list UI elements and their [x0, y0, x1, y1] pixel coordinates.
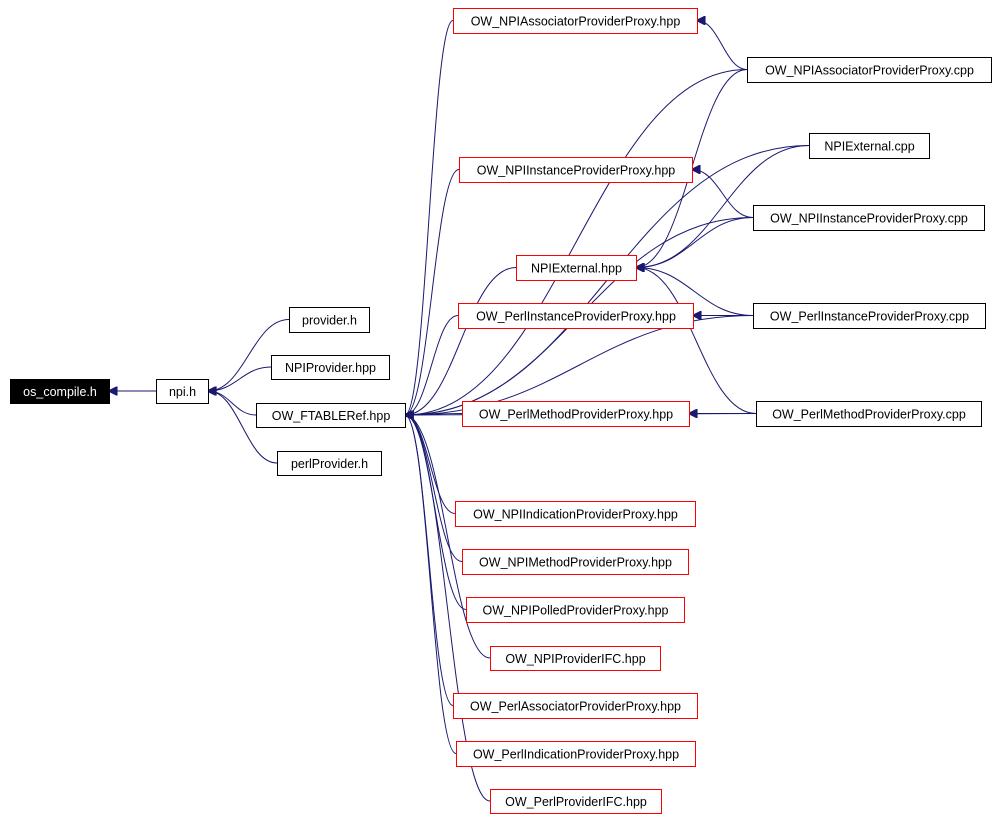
node-box-npiassoc_cpp[interactable] — [747, 57, 992, 83]
edge-ftable-to-npi — [208, 391, 257, 416]
edge-npiext_hpp-to-ftable — [405, 267, 517, 416]
node-box-npiind_hpp[interactable] — [455, 501, 696, 527]
node-box-npiassoc_hpp[interactable] — [453, 8, 698, 34]
edge-npiassoc_cpp-to-ftable — [405, 69, 748, 416]
node-label-npiassoc_hpp: OW_NPIAssociatorProviderProxy.hpp — [471, 15, 681, 29]
edge-perlassoc_hpp-to-ftable — [405, 415, 454, 706]
node-box-perlmeth_hpp[interactable] — [462, 401, 690, 427]
node-label-perlprovider: perlProvider.h — [291, 457, 368, 471]
node-perlinst_cpp[interactable]: OW_PerlInstanceProviderProxy.cpp — [753, 303, 986, 329]
node-perlmeth_hpp[interactable]: OW_PerlMethodProviderProxy.hpp — [462, 401, 690, 427]
edge-npiinst_hpp-to-ftable — [405, 169, 460, 416]
node-box-perlprovider[interactable] — [277, 451, 382, 476]
node-npipoll_hpp[interactable]: OW_NPIPolledProviderProxy.hpp — [466, 597, 685, 623]
node-box-perlassoc_hpp[interactable] — [453, 693, 698, 719]
edge-perlprovider-to-npi — [208, 391, 278, 464]
node-npiext_cpp[interactable]: NPIExternal.cpp — [809, 133, 930, 159]
node-box-perlind_hpp[interactable] — [456, 741, 696, 767]
node-perlprovider[interactable]: perlProvider.h — [277, 451, 382, 476]
node-label-npiind_hpp: OW_NPIIndicationProviderProxy.hpp — [473, 508, 678, 522]
edge-npiassoc_hpp-to-ftable — [405, 20, 454, 416]
edge-perlifc_hpp-to-ftable — [405, 415, 491, 802]
node-npiifc_hpp[interactable]: OW_NPIProviderIFC.hpp — [490, 646, 661, 671]
node-label-perlind_hpp: OW_PerlIndicationProviderProxy.hpp — [473, 748, 679, 762]
node-npiinst_hpp[interactable]: OW_NPIInstanceProviderProxy.hpp — [459, 157, 693, 183]
node-label-perlmeth_cpp: OW_PerlMethodProviderProxy.cpp — [772, 408, 966, 422]
node-box-npimeth_hpp[interactable] — [462, 549, 689, 575]
node-provider[interactable]: provider.h — [289, 307, 370, 333]
node-label-perlmeth_hpp: OW_PerlMethodProviderProxy.hpp — [479, 408, 673, 422]
node-label-perlinst_hpp: OW_PerlInstanceProviderProxy.hpp — [476, 310, 676, 324]
node-ftable[interactable]: OW_FTABLERef.hpp — [256, 403, 406, 428]
edges-layer — [109, 20, 810, 802]
node-label-perlifc_hpp: OW_PerlProviderIFC.hpp — [505, 795, 647, 809]
edge-npiassoc_cpp-to-npiassoc_hpp — [697, 21, 748, 70]
node-perlassoc_hpp[interactable]: OW_PerlAssociatorProviderProxy.hpp — [453, 693, 698, 719]
node-label-perlassoc_hpp: OW_PerlAssociatorProviderProxy.hpp — [470, 700, 681, 714]
node-box-npiprovider[interactable] — [271, 355, 390, 380]
edge-perlinst_cpp-to-npiext_hpp — [636, 268, 754, 316]
node-npiprovider[interactable]: NPIProvider.hpp — [271, 355, 390, 380]
node-box-perlifc_hpp[interactable] — [490, 789, 662, 814]
edge-provider-to-npi — [208, 319, 290, 392]
node-label-npi: npi.h — [169, 385, 196, 399]
node-box-npiext_hpp[interactable] — [516, 255, 637, 281]
node-box-npi[interactable] — [156, 379, 209, 404]
node-label-npiext_cpp: NPIExternal.cpp — [824, 140, 914, 154]
node-npiind_hpp[interactable]: OW_NPIIndicationProviderProxy.hpp — [455, 501, 696, 527]
node-os_compile[interactable]: os_compile.h — [10, 379, 110, 404]
node-npiinst_cpp[interactable]: OW_NPIInstanceProviderProxy.cpp — [753, 205, 985, 231]
node-box-npiifc_hpp[interactable] — [490, 646, 661, 671]
edge-perlind_hpp-to-ftable — [405, 415, 457, 754]
node-box-npiinst_cpp[interactable] — [753, 205, 985, 231]
node-npiext_hpp[interactable]: NPIExternal.hpp — [516, 255, 637, 281]
node-box-perlinst_hpp[interactable] — [458, 303, 694, 329]
node-label-npiprovider: NPIProvider.hpp — [285, 361, 376, 375]
node-perlmeth_cpp[interactable]: OW_PerlMethodProviderProxy.cpp — [756, 401, 982, 427]
nodes-layer: os_compile.h npi.h provider.hNPIProvider.h… — [10, 8, 992, 814]
node-label-npiext_hpp: NPIExternal.hpp — [531, 262, 622, 276]
node-label-npimeth_hpp: OW_NPIMethodProviderProxy.hpp — [479, 556, 672, 570]
node-box-npipoll_hpp[interactable] — [466, 597, 685, 623]
node-perlind_hpp[interactable]: OW_PerlIndicationProviderProxy.hpp — [456, 741, 696, 767]
node-label-provider: provider.h — [302, 314, 357, 328]
node-label-npiassoc_cpp: OW_NPIAssociatorProviderProxy.cpp — [765, 64, 974, 78]
node-label-perlinst_cpp: OW_PerlInstanceProviderProxy.cpp — [770, 310, 969, 324]
node-box-os_compile[interactable] — [10, 379, 110, 404]
node-perlifc_hpp[interactable]: OW_PerlProviderIFC.hpp — [490, 789, 662, 814]
node-box-perlmeth_cpp[interactable] — [756, 401, 982, 427]
edge-npimeth_hpp-to-ftable — [405, 415, 463, 562]
node-perlinst_hpp[interactable]: OW_PerlInstanceProviderProxy.hpp — [458, 303, 694, 329]
node-label-os_compile: os_compile.h — [23, 385, 97, 399]
node-box-perlinst_cpp[interactable] — [753, 303, 986, 329]
edge-npiinst_cpp-to-npiinst_hpp — [692, 170, 754, 218]
node-box-npiext_cpp[interactable] — [809, 133, 930, 159]
edge-npiifc_hpp-to-ftable — [405, 415, 491, 659]
node-label-ftable: OW_FTABLERef.hpp — [272, 409, 391, 423]
node-npi[interactable]: npi.h — [156, 379, 209, 404]
node-label-npiifc_hpp: OW_NPIProviderIFC.hpp — [505, 652, 645, 666]
node-label-npipoll_hpp: OW_NPIPolledProviderProxy.hpp — [483, 604, 669, 618]
edge-perlmeth_cpp-to-npiext_hpp — [636, 268, 757, 414]
node-label-npiinst_hpp: OW_NPIInstanceProviderProxy.hpp — [477, 164, 676, 178]
node-label-npiinst_cpp: OW_NPIInstanceProviderProxy.cpp — [770, 212, 968, 226]
node-box-npiinst_hpp[interactable] — [459, 157, 693, 183]
edge-npiprovider-to-npi — [208, 366, 272, 391]
node-box-provider[interactable] — [289, 307, 370, 333]
node-npiassoc_cpp[interactable]: OW_NPIAssociatorProviderProxy.cpp — [747, 57, 992, 83]
node-box-ftable[interactable] — [256, 403, 406, 428]
node-npiassoc_hpp[interactable]: OW_NPIAssociatorProviderProxy.hpp — [453, 8, 698, 34]
node-npimeth_hpp[interactable]: OW_NPIMethodProviderProxy.hpp — [462, 549, 689, 575]
edge-npiinst_cpp-to-npiext_hpp — [636, 217, 754, 268]
